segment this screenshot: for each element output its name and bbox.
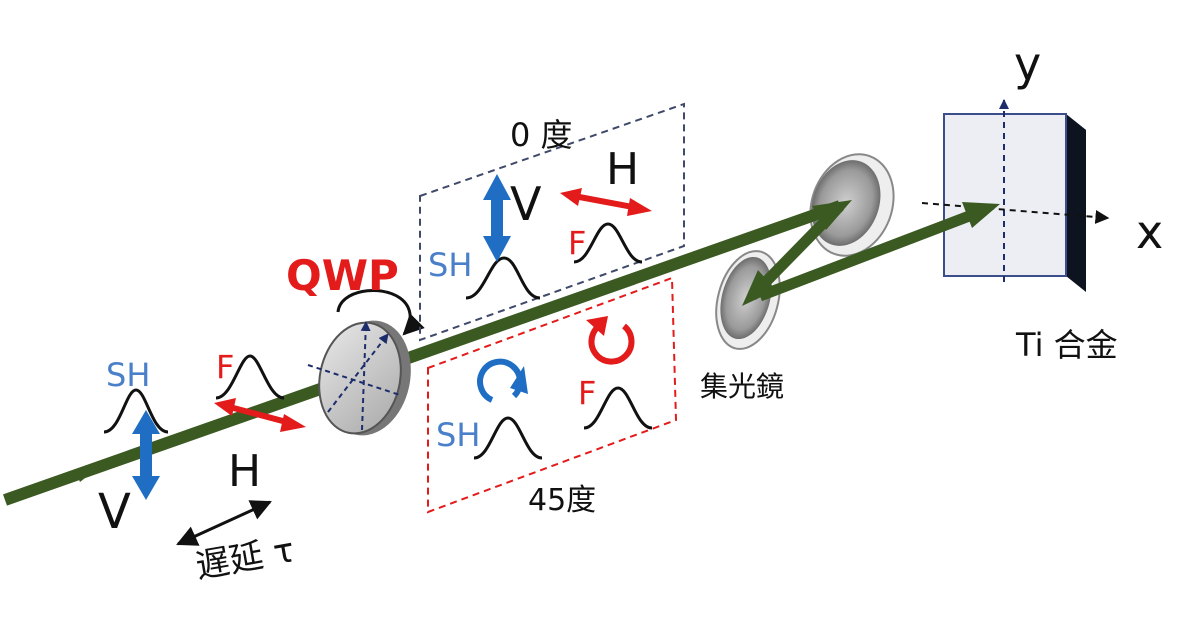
box45-sh-circular-arrowhead bbox=[510, 366, 528, 394]
delay-label: 遅延 τ bbox=[193, 530, 298, 587]
box45-f-circular-arrow bbox=[588, 321, 635, 365]
sample-label: Ti 合金 bbox=[1015, 326, 1118, 364]
box0-f-pulse bbox=[573, 222, 643, 264]
box0-h-label: H bbox=[606, 144, 639, 195]
delay-arrow bbox=[176, 500, 272, 546]
box45-angle-label: 45度 bbox=[528, 483, 596, 518]
box0-sh-v-arrow bbox=[483, 174, 511, 262]
qwp-plate bbox=[307, 320, 411, 436]
input-v-label: V bbox=[98, 484, 131, 540]
box45-sh-pulse bbox=[473, 416, 543, 460]
box0-v-label: V bbox=[510, 177, 542, 231]
input-sh-label: SH bbox=[106, 356, 150, 394]
box45-f-circular-arrowhead bbox=[586, 316, 608, 336]
x-axis-line bbox=[921, 202, 1110, 224]
box0-sh-pulse bbox=[465, 256, 541, 300]
box45-f-label: F bbox=[578, 374, 596, 412]
input-f-pulse bbox=[215, 354, 285, 400]
box45-f-pulse bbox=[583, 386, 653, 430]
box0-f-h-arrow bbox=[560, 188, 652, 216]
input-sh-v-arrow bbox=[132, 410, 160, 500]
sample-plate bbox=[921, 99, 1110, 292]
mirror-label: 集光鏡 bbox=[700, 370, 784, 403]
input-h-label: H bbox=[228, 446, 261, 497]
input-f-h-arrow bbox=[214, 398, 306, 432]
input-sh-pulse bbox=[103, 388, 169, 434]
input-f-label: F bbox=[216, 348, 234, 386]
box-0deg-frame bbox=[419, 102, 685, 342]
x-axis-label: x bbox=[1136, 205, 1163, 259]
qwp-label: QWP bbox=[286, 251, 399, 300]
box0-sh-label: SH bbox=[428, 246, 472, 284]
box45-sh-label: SH bbox=[436, 416, 480, 454]
box45-sh-circular-arrow bbox=[477, 358, 523, 403]
box0-f-label: F bbox=[568, 224, 586, 262]
qwp-rotation-arrow bbox=[336, 289, 425, 336]
box-45deg-frame bbox=[427, 276, 678, 514]
y-axis-label: y bbox=[1014, 37, 1041, 91]
box0-angle-label: 0 度 bbox=[510, 116, 573, 154]
